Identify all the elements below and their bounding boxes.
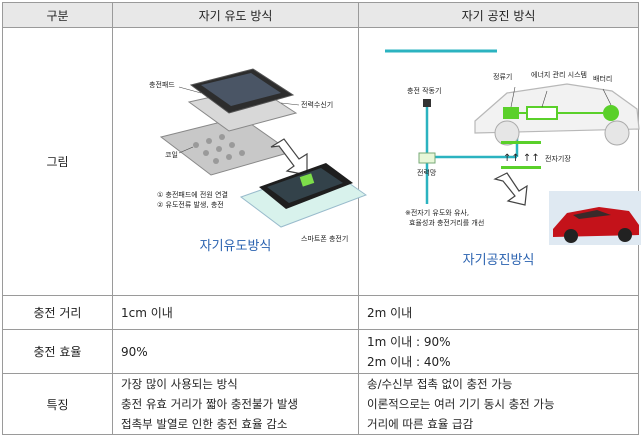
features-label: 특징 (2, 373, 113, 435)
svg-text:↑↑ ↑↑: ↑↑ ↑↑ (503, 153, 540, 164)
resonance-caption: 자기공진방식 (462, 252, 535, 268)
feature-line: 이론적으로는 여러 기기 동시 충전 가능 (367, 397, 555, 411)
arrow-icon (270, 137, 308, 176)
charger-device-icon (423, 98, 431, 107)
feature-line: 거리에 따른 효율 급감 (367, 417, 474, 431)
features-row: 특징 가장 많이 사용되는 방식 충전 유효 거리가 짧아 충전불가 발생 접촉… (2, 373, 639, 435)
coil-dots (193, 133, 245, 164)
label-phone-charger: 스마트폰 충전기 (301, 234, 348, 243)
figure-row-label: 그림 (2, 27, 113, 296)
label-battery: 배터리 (593, 74, 612, 83)
induction-illustration: 충전패드 전력수신기 코일 ① 충전패드에 전원 연결 ② 유도전류 발생, 충… (149, 67, 367, 243)
induction-caption: 자기유도방식 (199, 238, 272, 254)
induction-figure-cell: 충전패드 전력수신기 코일 ① 충전패드에 전원 연결 ② 유도전류 발생, 충… (112, 27, 367, 296)
label-power-receiver: 전력수신기 (301, 100, 333, 109)
header-category: 구분 (2, 2, 113, 28)
label-note-2: 효율성과 충전거리를 개선 (409, 218, 484, 227)
header-row: 구분 자기 유도 방식 자기 공진 방식 (2, 2, 639, 28)
efficiency-resonance: 1m 이내 : 90% 2m 이내 : 40% (358, 329, 639, 374)
label-coil: 코일 (165, 150, 178, 159)
resonance-figure-cell: ↑↑ ↑↑ 정류기 (358, 27, 641, 296)
distance-induction: 1cm 이내 (112, 295, 359, 330)
resonance-illustration: ↑↑ ↑↑ 정류기 (385, 49, 641, 245)
feature-line: 가장 많이 사용되는 방식 (121, 377, 238, 391)
label-note-1: ※전자기 유도와 유사, (405, 208, 469, 217)
red-car-photo (549, 190, 641, 245)
distance-label: 충전 거리 (2, 295, 113, 330)
label-note-2: ② 유도전류 발생, 충전 (157, 200, 224, 209)
figure-row: 그림 (2, 27, 641, 296)
features-resonance: 송/수신부 접촉 없이 충전 가능 이론적으로는 여러 기기 동시 충전 가능 … (358, 373, 639, 435)
arrow-icon-2 (493, 171, 528, 206)
feature-line: 접촉부 발열로 인한 충전 효율 감소 (121, 417, 288, 431)
label-rectifier: 정류기 (493, 72, 512, 81)
efficiency-resonance-line: 1m 이내 : 90% (367, 334, 451, 349)
power-grid-box (418, 152, 436, 163)
distance-row: 충전 거리 1cm 이내 2m 이내 (2, 295, 639, 330)
battery-icon (603, 104, 619, 121)
features-induction: 가장 많이 사용되는 방식 충전 유효 거리가 짧아 충전불가 발생 접촉부 발… (112, 373, 359, 435)
label-ems: 에너지 관리 시스템 (531, 70, 587, 79)
rectifier-box (503, 106, 519, 119)
efficiency-induction: 90% (112, 329, 359, 374)
efficiency-resonance-line: 2m 이내 : 40% (367, 354, 451, 369)
feature-line: 충전 유효 거리가 짧아 충전불가 발생 (121, 397, 298, 411)
efficiency-row: 충전 효율 90% 1m 이내 : 90% 2m 이내 : 40% (2, 329, 639, 374)
label-charger: 충전 작동기 (407, 86, 441, 95)
label-resonator: 전자기장 (545, 154, 571, 163)
efficiency-label: 충전 효율 (2, 329, 113, 374)
label-power-grid: 전력망 (417, 168, 437, 177)
header-resonance: 자기 공진 방식 (358, 2, 639, 28)
distance-resonance: 2m 이내 (358, 295, 639, 330)
label-charging-pad: 충전패드 (149, 80, 175, 89)
feature-line: 송/수신부 접촉 없이 충전 가능 (367, 377, 513, 391)
header-induction: 자기 유도 방식 (112, 2, 359, 28)
label-note-1: ① 충전패드에 전원 연결 (157, 190, 228, 199)
ems-box (526, 105, 558, 120)
